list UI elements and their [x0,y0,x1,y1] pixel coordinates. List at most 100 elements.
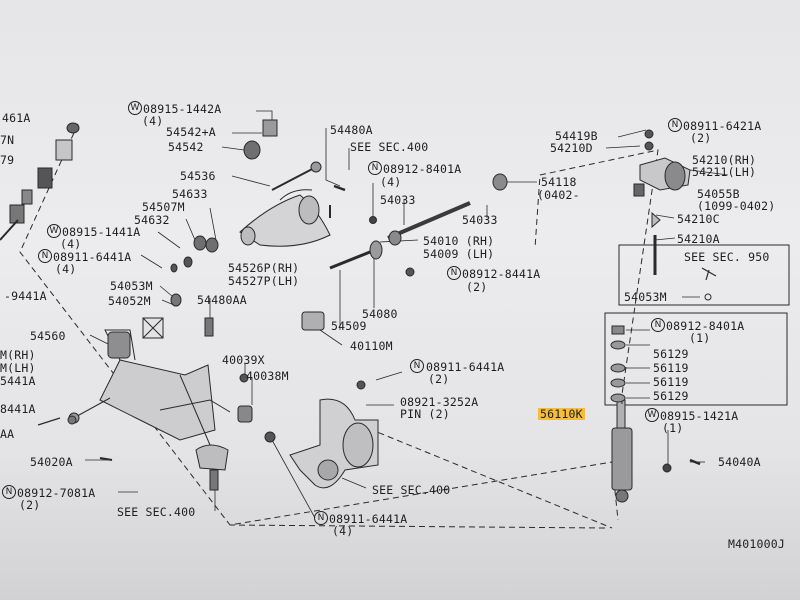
see-section-link[interactable]: SEE SEC.400 [372,483,451,497]
part-label-54507m[interactable]: 54507M [142,200,185,214]
part-label-08921-3252a[interactable]: 08921-3252A [400,395,479,409]
part-label-54210a[interactable]: 54210A [677,232,720,246]
see-section-link[interactable]: SEE SEC. 950 [684,250,770,264]
part-label-54526p-rh[interactable]: 54526P(RH) [228,261,300,275]
part-label-40039x[interactable]: 40039X [222,353,265,367]
strut-rod [329,173,508,277]
part-label-54118[interactable]: 54118 [541,175,577,189]
ball-joint [204,311,325,337]
part-qty: (1) [662,421,684,435]
part-label-cutoff[interactable]: 7N [0,133,15,147]
part-label-54052m[interactable]: 54052M [108,294,151,308]
part-qty: (4) [60,237,82,251]
badge-n: N [368,161,382,175]
badge-w: W [47,224,61,238]
part-label-08912-8441a[interactable]: 08912-8441A [462,267,541,281]
part-label-54080[interactable]: 54080 [362,307,398,321]
diagram-id: M401000J [728,537,785,551]
upper-control-arm [239,161,331,247]
part-label-cutoff[interactable]: M(LH) [0,361,36,375]
part-qty: (4) [142,114,164,128]
part-label-54210-rh[interactable]: 54210(RH) [692,153,757,167]
badge-w: W [645,408,659,422]
part-label-08915-1441a[interactable]: 08915-1441A [62,225,141,239]
part-label-54210c[interactable]: 54210C [677,212,720,226]
steering-knuckle [264,398,379,489]
lower-control-arm [68,329,231,446]
part-label-40038m[interactable]: 40038M [246,369,289,383]
part-label-54509[interactable]: 54509 [331,319,367,333]
part-label-54527p-lh[interactable]: 54527P(LH) [228,274,300,288]
part-label-cutoff[interactable]: M(RH) [0,348,36,362]
part-label-54536[interactable]: 54536 [180,169,216,183]
box-group-hardware [604,312,788,406]
part-label-08911-6441a[interactable]: 08911-6441A [53,250,132,264]
see-section-link[interactable]: SEE SEC.400 [350,140,429,154]
part-label-54633[interactable]: 54633 [172,187,208,201]
badge-w: W [128,101,142,115]
part-label-08912-8401a-b[interactable]: 08912-8401A [666,319,745,333]
part-label-54040a[interactable]: 54040A [718,455,761,469]
bushing-40039x [237,405,253,423]
part-label-54053m-b[interactable]: 54053M [624,290,667,304]
part-label-08915-1421a[interactable]: 08915-1421A [660,409,739,423]
part-label-54632[interactable]: 54632 [134,213,170,227]
part-label-54210d[interactable]: 54210D [550,141,593,155]
part-label-54480a[interactable]: 54480A [330,123,373,137]
part-label-56119[interactable]: 56119 [653,361,689,375]
part-label-08911-6441a-c[interactable]: 08911-6441A [329,512,408,526]
see-section-link[interactable]: SEE SEC.400 [117,505,196,519]
part-label-08912-7081a[interactable]: 08912-7081A [17,486,96,500]
part-label-cutoff[interactable]: 461A [2,111,31,125]
left-hardware-stack [0,122,80,241]
part-label-54020a[interactable]: 54020A [30,455,73,469]
part-label-cutoff[interactable]: AA [0,427,15,441]
part-label-56129-b[interactable]: 56129 [653,389,689,403]
part-label-56110k-highlighted[interactable]: 56110K [538,407,585,421]
part-label-54055b[interactable]: 54055B [697,187,740,201]
shock-absorber [611,398,633,503]
part-label-cutoff[interactable]: -9441A [4,289,47,303]
part-note: (1099-0402) [697,199,776,213]
upper-bolt [333,184,346,192]
part-label-54053m[interactable]: 54053M [110,279,153,293]
badge-n: N [2,485,16,499]
part-label-54542[interactable]: 54542 [168,140,204,154]
part-label-54542a[interactable]: 54542+A [166,125,216,139]
part-label-08912-8401a[interactable]: 08912-8401A [383,162,462,176]
part-label-54480aa[interactable]: 54480AA [197,293,247,307]
part-label-56119-b[interactable]: 56119 [653,375,689,389]
part-qty: (4) [55,262,77,276]
part-qty: (2) [428,372,450,386]
part-label-54009-lh[interactable]: 54009 (LH) [423,247,495,261]
part-note: (0402- [537,188,580,202]
part-label-54033[interactable]: 54033 [380,193,416,207]
part-label-08915-1442a[interactable]: 08915-1442A [143,102,222,116]
part-label-cutoff[interactable]: 8441A [0,402,36,416]
part-label-08911-6421a[interactable]: 08911-6421A [683,119,762,133]
badge-n: N [668,118,682,132]
leader-lines [85,110,729,519]
part-label-54010-rh[interactable]: 54010 (RH) [423,234,495,248]
ball-joint-lower [195,444,229,471]
part-label-54560[interactable]: 54560 [30,329,66,343]
part-label-cutoff[interactable]: 5441A [0,374,36,388]
badge-n: N [38,249,52,263]
part-label-08911-6441a-b[interactable]: 08911-6441A [426,360,505,374]
part-label-cutoff[interactable]: 79 [0,153,15,167]
box-group-sec950 [618,244,790,306]
part-qty: (2) [466,280,488,294]
badge-n: N [651,318,665,332]
badge-n: N [447,266,461,280]
part-label-54033-b[interactable]: 54033 [462,213,498,227]
part-label-54419b[interactable]: 54419B [555,129,598,143]
part-label-40110m[interactable]: 40110M [350,339,393,353]
part-label-54211-lh[interactable]: 54211(LH) [692,165,757,179]
shock-hardware [610,325,626,403]
part-qty: (2) [690,131,712,145]
part-qty: (1) [689,331,711,345]
badge-n: N [314,511,328,525]
part-qty: (4) [380,175,402,189]
part-label-56129[interactable]: 56129 [653,347,689,361]
